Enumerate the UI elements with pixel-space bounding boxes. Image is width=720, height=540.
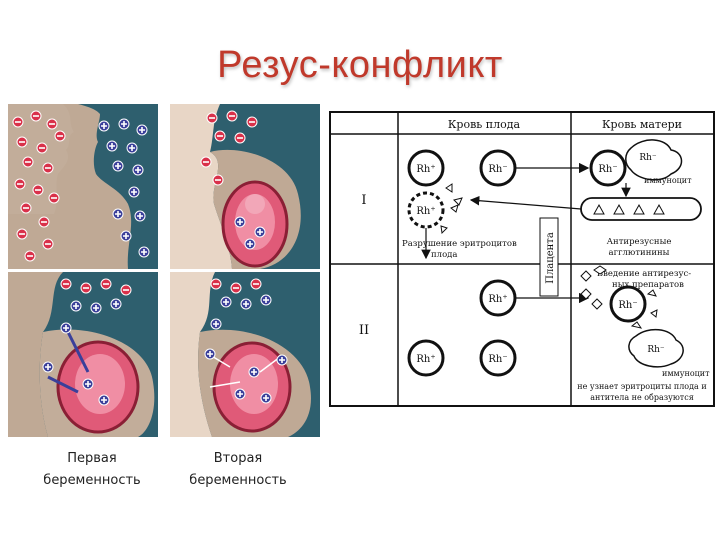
plus-icon (129, 145, 135, 151)
plus-icon (257, 229, 263, 235)
svg-text:Rh⁻: Rh⁻ (488, 354, 507, 365)
illustration-first-pregnancy-birth (8, 272, 158, 437)
plus-icon (139, 127, 145, 133)
caption-first-line2: беременность (43, 473, 141, 488)
plus-icon (247, 241, 253, 247)
plus-icon (115, 211, 121, 217)
plus-icon (137, 213, 143, 219)
plus-icon (101, 397, 107, 403)
plus-icon (45, 364, 51, 370)
rh-negative-cells (12, 110, 66, 262)
plus-icon (63, 325, 69, 331)
maternal-cell-rh-neg: Rh⁻ (589, 149, 627, 187)
not-recognize-1: не узнает эритроциты плода и (577, 382, 706, 391)
plus-icon (101, 123, 107, 129)
fetal-cell-rh-neg-2: Rh⁻ (479, 339, 517, 377)
plus-icon (223, 299, 229, 305)
plus-icon (131, 189, 137, 195)
fetal-cell-rh-pos-2: Rh⁺ (479, 279, 517, 317)
plus-icon (123, 233, 129, 239)
rh-conflict-diagram: Кровь плода Кровь матери I II Плацента R… (329, 111, 715, 407)
anti-rh-intro-2: ных препаратов (612, 280, 684, 290)
immunocyte-label-1: Rh⁻ (639, 153, 657, 163)
fetal-cell-rh-pos-1: Rh⁺ (407, 149, 445, 187)
plus-icon (207, 351, 213, 357)
svg-text:Rh⁻: Rh⁻ (598, 164, 617, 175)
svg-text:Rh⁺: Rh⁺ (416, 164, 435, 175)
caption-first-pregnancy: Первая беременность (12, 448, 172, 492)
fetal-cell-rh-pos-3: Rh⁺ (407, 339, 445, 377)
row-label-1: I (361, 193, 366, 208)
not-recognize-2: антитела не образуются (590, 393, 694, 402)
plus-icon (121, 121, 127, 127)
anti-rh-intro-1: Введение антирезус- (597, 269, 691, 279)
destruction-label-1: Разрушение эритроцитов (402, 239, 517, 249)
plus-icon (251, 369, 257, 375)
svg-text:Rh⁺: Rh⁺ (416, 206, 435, 217)
plus-icon (93, 305, 99, 311)
immunocyte-text-1: иммуноцит (644, 176, 692, 185)
fetal-cell-destroyed: Rh⁺ (407, 191, 445, 229)
plus-icon (213, 321, 219, 327)
plus-icon (237, 219, 243, 225)
maternal-cell-rh-neg-2: Rh⁻ (609, 285, 647, 323)
plus-icon (85, 381, 91, 387)
page-title: Резус-конфликт (217, 44, 503, 86)
plus-icon (113, 301, 119, 307)
illustration-first-pregnancy-fetus (170, 104, 320, 269)
plus-icon (109, 143, 115, 149)
immunocyte-text-2: иммуноцит (662, 369, 710, 378)
svg-text:Rh⁻: Rh⁻ (488, 164, 507, 175)
caption-second-line1: Вторая (213, 451, 263, 466)
row-label-2: II (359, 323, 369, 338)
placenta-label: Плацента (545, 232, 556, 284)
illustration-first-pregnancy-couple (8, 104, 158, 269)
header-maternal-blood: Кровь матери (602, 118, 682, 131)
svg-text:Rh⁺: Rh⁺ (416, 354, 435, 365)
caption-second-line2: беременность (189, 473, 287, 488)
svg-text:Rh⁺: Rh⁺ (488, 294, 507, 305)
plus-icon (141, 249, 147, 255)
plus-icon (279, 357, 285, 363)
svg-text:Rh⁻: Rh⁻ (618, 300, 637, 311)
plus-icon (263, 395, 269, 401)
plus-icon (135, 167, 141, 173)
destruction-label-2: плода (431, 250, 457, 260)
antibodies-label-1: Антирезусные (607, 237, 672, 247)
plus-icon (243, 301, 249, 307)
antibodies-label-2: агглютинины (609, 248, 670, 258)
header-fetal-blood: Кровь плода (448, 118, 521, 131)
illustration-second-pregnancy (170, 272, 320, 437)
rh-positive-cells (98, 118, 150, 258)
plus-icon (263, 297, 269, 303)
caption-first-line1: Первая (67, 451, 117, 466)
caption-second-pregnancy: Вторая беременность (158, 448, 318, 492)
fetal-cell-rh-neg-1: Rh⁻ (479, 149, 517, 187)
plus-icon (73, 303, 79, 309)
plus-icon (237, 391, 243, 397)
plus-icon (115, 163, 121, 169)
immunocyte-label-2: Rh⁻ (647, 345, 665, 355)
